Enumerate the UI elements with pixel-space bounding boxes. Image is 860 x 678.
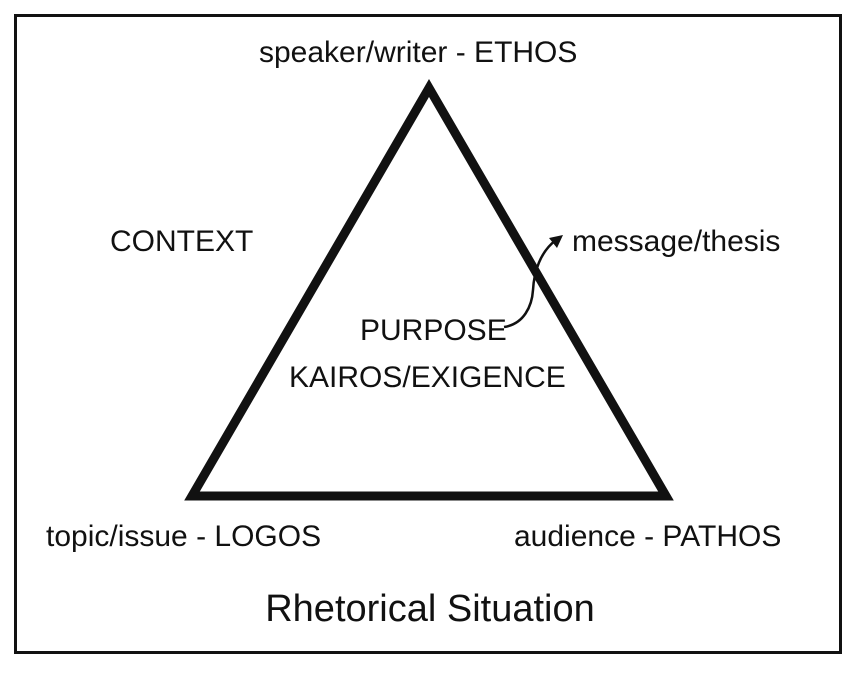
kairos-exigence-label: KAIROS/EXIGENCE: [289, 361, 566, 394]
message-thesis-label: message/thesis: [572, 225, 781, 258]
diagram-title: Rhetorical Situation: [265, 588, 595, 630]
rhetorical-triangle: [184, 79, 674, 501]
message-connector-arrow: [503, 239, 557, 329]
context-label: CONTEXT: [110, 225, 254, 258]
purpose-label: PURPOSE: [360, 314, 507, 347]
diagram-frame: [14, 14, 842, 654]
message-arrowhead: [549, 235, 563, 248]
audience-pathos-label: audience - PATHOS: [514, 520, 782, 553]
topic-logos-label: topic/issue - LOGOS: [46, 520, 322, 553]
speaker-ethos-label: speaker/writer - ETHOS: [259, 36, 578, 69]
